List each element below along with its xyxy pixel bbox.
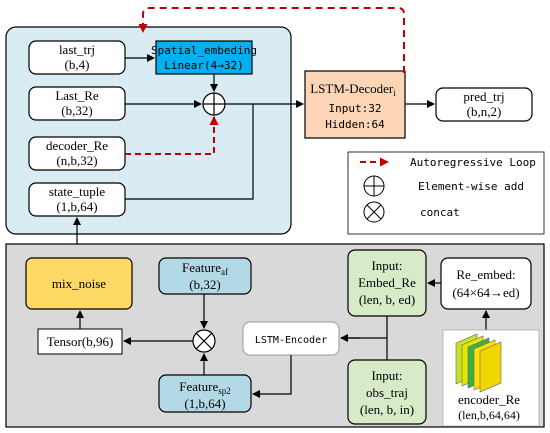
last-trj-shape: (b,4): [65, 57, 90, 72]
state-tuple-label: state_tuple: [49, 184, 106, 199]
mix-noise-node: mix_noise: [25, 257, 133, 310]
tensor-label: Tensor(b,96): [47, 334, 114, 349]
arrow-lstm-encoder-to-feature-sp2: [252, 355, 292, 398]
spatial-embedding-linear: Linear(4→32): [164, 59, 243, 72]
feature-af-label: Feature: [182, 260, 221, 275]
feature-af-subscript: af: [221, 267, 228, 277]
obs-traj-input-line2: obs_traj: [366, 385, 408, 400]
feature-sp2-shape: (1,b,64): [184, 396, 225, 411]
decoder-panel: [5, 26, 292, 235]
legend-concat-label: concat: [420, 206, 460, 219]
re-embed-line1: Re_embed:: [456, 267, 515, 282]
feature-sp2-label: Feature: [179, 379, 218, 394]
last-trj-node: last_trj (b,4): [28, 40, 126, 75]
concat-icon: [192, 329, 216, 353]
legend-elementwise-label: Element-wise add: [418, 180, 524, 193]
embed-re-input-line3: (len, b, ed): [359, 292, 415, 307]
lstm-decoder-title: LSTM-Decoder: [310, 81, 394, 96]
last-trj-label: last_trj: [59, 42, 95, 57]
legend-autoregressive-label: Autoregressive Loop: [410, 156, 536, 169]
tensor-node: Tensor(b,96): [37, 328, 123, 355]
spatial-embedding-title: Spatial_embeding: [151, 44, 257, 57]
state-tuple-node: state_tuple (1,b,64): [28, 182, 126, 217]
decoder-re-shape: (n,b,32): [56, 153, 97, 168]
autoregressive-loop-arrow: [138, 7, 405, 73]
svg-text:LSTM-Decoderi: LSTM-Decoderi: [310, 81, 396, 98]
state-tuple-shape: (1,b,64): [56, 199, 97, 214]
last-re-node: Last_Re (b,32): [28, 86, 126, 121]
lstm-decoder-node: LSTM-Decoderi Input:32 Hidden:64: [304, 70, 406, 139]
legend: Autoregressive Loop Element-wise add con…: [347, 151, 545, 235]
arrow-decoder-re-to-add: [125, 116, 219, 155]
encoder-re-line2: (len,b,64,64): [458, 408, 520, 422]
embed-re-input-line2: Embed_Re: [358, 275, 416, 290]
elementwise-add-icon: [202, 92, 226, 116]
re-embed-node: Re_embed: (64×64→ed): [440, 257, 532, 310]
feature-af-shape: (b,32): [189, 277, 220, 292]
pred-trj-shape: (b,n,2): [467, 104, 502, 119]
legend-add-icon: [363, 175, 385, 197]
legend-concat-icon: [363, 201, 385, 223]
pred-trj-node: pred_trj (b,n,2): [435, 87, 533, 122]
feature-sp2-node: Featuresp2 (1,b,64): [158, 374, 252, 413]
lstm-decoder-input: Input:32: [329, 102, 382, 115]
spatial-embedding-node: Spatial_embeding Linear(4→32): [151, 40, 257, 75]
obs-traj-input-node: Input: obs_traj (len, b, in): [347, 359, 427, 425]
decoder-re-label: decoder_Re: [46, 138, 108, 153]
feature-sp2-subscript: sp2: [218, 386, 231, 396]
svg-text:Featuresp2: Featuresp2: [179, 379, 231, 396]
encoder-re-node: encoder_Re (len,b,64,64): [442, 329, 540, 427]
lstm-encoder-label: LSTM-Encoder: [255, 335, 327, 346]
lstm-decoder-hidden: Hidden:64: [325, 118, 385, 131]
pred-trj-label: pred_trj: [463, 89, 504, 104]
decoder-re-node: decoder_Re (n,b,32): [28, 136, 126, 171]
re-embed-line2: (64×64→ed): [452, 285, 519, 300]
embed-re-input-node: Input: Embed_Re (len, b, ed): [347, 249, 427, 317]
last-re-shape: (b,32): [61, 103, 92, 118]
feature-af-node: Featureaf (b,32): [158, 257, 252, 295]
obs-traj-input-line1: Input:: [371, 368, 402, 383]
feature-map-stack-icon: [455, 333, 502, 393]
lstm-decoder-subscript: i: [393, 88, 396, 98]
svg-text:Featureaf: Featureaf: [182, 260, 228, 277]
arrow-state-tuple-to-lstm-decoder: [125, 104, 254, 200]
mix-noise-label: mix_noise: [52, 276, 106, 291]
lstm-encoder-node: LSTM-Encoder: [242, 321, 340, 356]
embed-re-input-line1: Input:: [371, 258, 402, 273]
obs-traj-input-line3: (len, b, in): [360, 402, 414, 417]
encoder-re-line1: encoder_Re: [458, 392, 520, 407]
last-re-label: Last_Re: [55, 88, 99, 103]
